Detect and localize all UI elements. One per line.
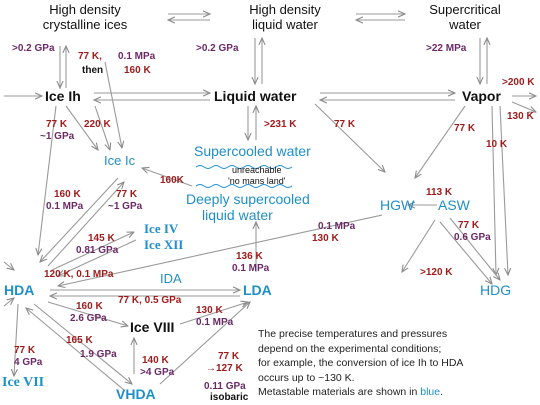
cond-160k-ic: 160K: [160, 175, 184, 186]
note-line5-prefix: Metastable materials are shown in: [258, 386, 418, 398]
phase-asw: ASW: [438, 197, 470, 213]
phase-ice-ih: Ice Ih: [45, 88, 81, 104]
note-blue-word: blue: [420, 386, 441, 398]
phase-lda: LDA: [243, 282, 272, 298]
cond-1gpa-ih: ~1 GPa: [40, 131, 75, 142]
phase-hda: HDA: [4, 282, 35, 298]
cond-77k-ic: 77 K: [116, 189, 138, 200]
note-line1: The precise temperatures and pressures: [258, 328, 448, 340]
cond-160k-hda: 160 K: [54, 189, 81, 200]
header-crystalline-line1: High density: [49, 2, 121, 17]
no-mans-land-waves: [195, 165, 293, 188]
cond-01mpa-hgw: 0.1 MPa: [318, 221, 356, 232]
phase-hdg: HDG: [480, 282, 512, 298]
cond-01mpa-viii: 0.1 MPa: [196, 317, 234, 328]
phase-deeply-supercooled-line2: liquid water: [202, 207, 273, 223]
cond-231k: >231 K: [264, 119, 297, 130]
cond-127k: →127 K: [206, 363, 243, 374]
cond-77k-vii: 77 K: [14, 345, 36, 356]
cond-77k-asw: 77 K: [458, 220, 480, 231]
label-unreachable: unreachable: [232, 165, 282, 175]
header-crystalline-ices: High density crystalline ices: [10, 2, 160, 32]
cond-4gpa: 4 GPa: [14, 357, 43, 368]
header-supercritical: Supercritical water: [405, 2, 525, 32]
note-line5-suffix: .: [440, 386, 444, 398]
cond-10k: 10 K: [486, 139, 508, 150]
note-line3: for example, the conversion of ice Ih to…: [258, 357, 464, 369]
phase-ice-ic: Ice Ic: [104, 153, 136, 168]
header-supercritical-line1: Supercritical: [429, 2, 501, 17]
cond-22mpa: >22 MPa: [426, 43, 467, 54]
header-liquid-water: High density liquid water: [210, 2, 360, 32]
cond-ih-pressure: >0.2 GPa: [12, 43, 55, 54]
cond-120k-01mpa: 120 K, 0.1 MPa: [44, 269, 114, 280]
cond-77k-top: 77 K,: [78, 51, 102, 62]
cond-isobaric: isobaric: [210, 392, 249, 403]
cond-081gpa: 0.81 GPa: [76, 245, 119, 256]
cond-77k-iso: 77 K: [218, 351, 240, 362]
cond-4gpa-vhda: >4 GPa: [140, 367, 175, 378]
cond-220k: 220 K: [84, 119, 111, 130]
phase-ice-xii: Ice XII: [144, 237, 184, 252]
cond-011gpa: 0.11 GPa: [204, 381, 246, 392]
cond-77k-vapor: 77 K: [454, 123, 476, 134]
cond-77k-ih: 77 K: [46, 119, 68, 130]
phase-liquid-water: Liquid water: [214, 88, 297, 104]
cond-140k: 140 K: [142, 355, 169, 366]
cond-06gpa: 0.6 GPa: [454, 232, 491, 243]
phase-vhda: VHDA: [116, 386, 156, 402]
cond-01mpa-top: 0.1 MPa: [118, 51, 156, 62]
cond-77k-05gpa: 77 K, 0.5 GPa: [118, 295, 182, 306]
cond-01mpa-lda: 0.1 MPa: [232, 263, 270, 274]
phase-ice-iv: Ice IV: [144, 221, 179, 236]
phase-vapor: Vapor: [462, 88, 501, 104]
explanatory-note: The precise temperatures and pressures d…: [258, 327, 538, 400]
cond-145k: 145 K: [88, 233, 115, 244]
cond-then-label: then: [82, 65, 104, 76]
cond-200k: >200 K: [502, 77, 535, 88]
cond-liquid-pressure: >0.2 GPa: [196, 43, 239, 54]
cond-then-160k: 160 K: [124, 65, 151, 76]
phase-deeply-supercooled-line1: Deeply supercooled: [186, 191, 310, 207]
header-liquid-line1: High density: [249, 2, 321, 17]
cond-19gpa: 1.9 GPa: [80, 349, 117, 360]
cond-130k-viii: 130 K: [196, 305, 223, 316]
phase-supercooled-water: Supercooled water: [194, 143, 311, 159]
note-line2: depend on the experimental conditions;: [258, 342, 442, 355]
phase-ice-vii: Ice VII: [2, 375, 45, 390]
cond-136k: 136 K: [236, 251, 263, 262]
note-line4: occurs up to ~130 K.: [258, 371, 355, 384]
cond-01mpa-hda: 0.1 MPa: [46, 201, 84, 212]
cond-130k-right: 130 K: [507, 111, 534, 122]
cond-120k-hdg: >120 K: [420, 267, 453, 278]
phase-ice-viii: Ice VIII: [130, 319, 175, 335]
cond-165k: 165 K: [66, 335, 93, 346]
phase-ida: IDA: [160, 271, 182, 286]
cond-130k-hgw: 130 K: [312, 233, 339, 244]
header-crystalline-line2: crystalline ices: [42, 17, 128, 32]
label-no-mans-land: 'no mans land': [228, 176, 286, 186]
cond-160k-viii: 160 K: [76, 301, 103, 312]
note-line5: Metastable materials are shown in blue.: [258, 385, 538, 400]
header-supercritical-line2: water: [449, 17, 481, 32]
cond-113k: 113 K: [426, 187, 453, 198]
phase-hgw: HGW: [380, 197, 415, 213]
cond-26gpa: 2.6 GPa: [70, 313, 107, 324]
header-liquid-line2: liquid water: [252, 17, 318, 32]
cond-1gpa-ic: ~1 GPa: [108, 201, 143, 212]
cond-77k-mid: 77 K: [334, 119, 356, 130]
